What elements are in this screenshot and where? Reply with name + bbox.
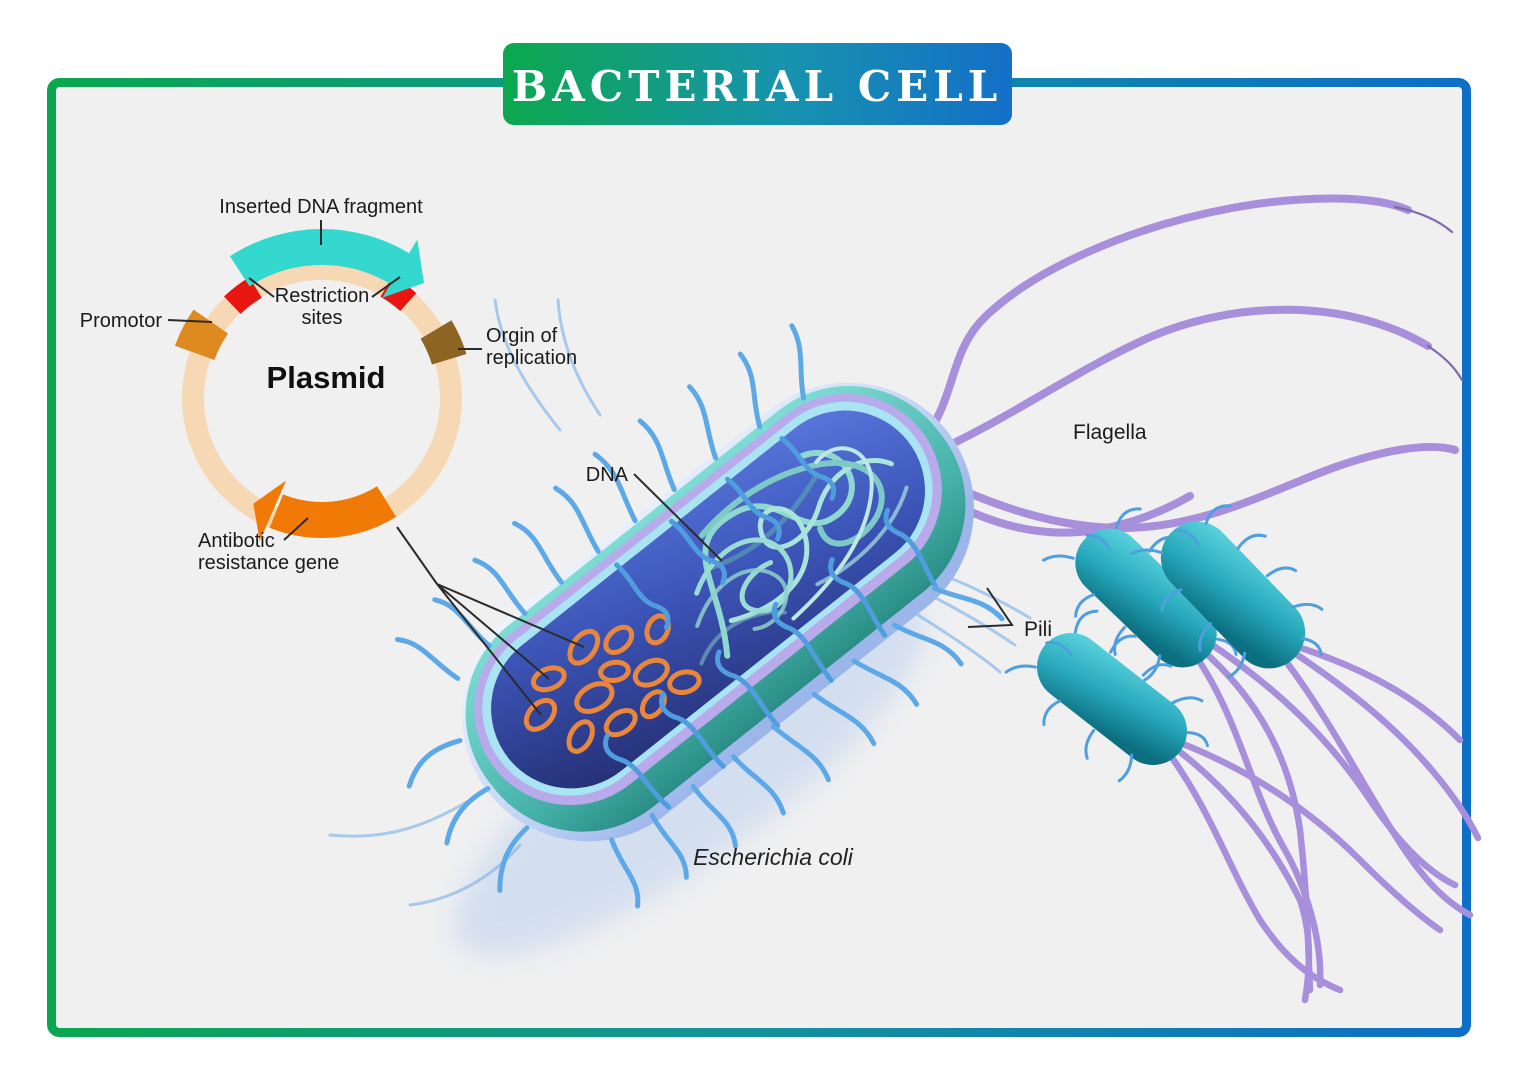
label-flagella: Flagella (1073, 421, 1147, 444)
resistance-gene-arrow (269, 485, 397, 538)
plasmid-map (174, 229, 467, 542)
stray-pili (328, 298, 1032, 907)
label-dna: DNA (586, 464, 629, 486)
label-promotor: Promotor (80, 310, 163, 332)
label-inserted-dna-fragment: Inserted DNA fragment (219, 196, 423, 218)
leader-promotor (167, 319, 213, 323)
restriction-site-left (223, 277, 263, 315)
title-banner: BACTERIAL CELL (503, 43, 1012, 125)
small-bacterium-1 (1029, 480, 1267, 717)
leader-restriction-right (371, 276, 401, 298)
label-restriction-line1: Restriction (275, 285, 369, 307)
leader-lines (167, 220, 1014, 716)
title-banner-box (503, 43, 1012, 125)
small-bacterium-3 (993, 585, 1235, 814)
inserted-fragment-arrow (229, 229, 412, 287)
label-plasmid-heading: Plasmid (267, 360, 386, 395)
leader-plasmid-fan (396, 526, 585, 716)
leader-dna (633, 473, 723, 562)
label-antibiotic-line1: Antibotic (198, 530, 275, 552)
label-pili: Pili (1024, 618, 1052, 641)
small-bacterium-2 (1117, 477, 1353, 715)
label-origin-line2: replication (486, 347, 577, 369)
label-origin-line1: Orgin of (486, 325, 558, 347)
label-species: Escherichia coli (693, 844, 854, 870)
poster-title: BACTERIAL CELL (512, 62, 1003, 111)
promotor-box (174, 309, 229, 361)
origin-of-replication-box (420, 320, 467, 365)
label-restriction-line2: sites (301, 307, 342, 329)
label-antibiotic-line2: resistance gene (198, 552, 339, 574)
outer-pili (394, 323, 1005, 909)
leader-pili (967, 587, 1014, 628)
resistance-gene-arrowhead (253, 480, 287, 542)
leader-antibiotic (283, 517, 309, 541)
bacteria-cluster (993, 477, 1482, 1004)
main-cell (394, 323, 1005, 909)
labels: Inserted DNA fragment Restriction sites … (80, 196, 1147, 870)
rim-pili-hooks (602, 436, 939, 810)
cluster-flagella (1166, 636, 1482, 1004)
leader-restriction-left (248, 277, 275, 298)
